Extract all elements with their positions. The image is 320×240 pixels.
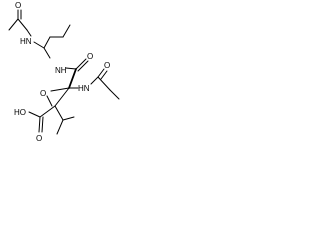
bond-right-carbonyl-to-ethyl xyxy=(97,76,111,91)
bond-nh-to-ch xyxy=(33,41,45,49)
molecule-diagram: O HN NH O O xyxy=(8,1,120,143)
bond-ring-c1-to-o xyxy=(50,87,70,92)
butyl-chain: NH xyxy=(33,24,71,75)
bond-propyl-2-3 xyxy=(62,24,71,38)
acid-oxygen-label: O xyxy=(36,134,42,143)
nh-label-mid: NH xyxy=(55,66,67,75)
bond-mid-co-double-a xyxy=(75,58,87,70)
bond-nh-mid-to-carbonyl xyxy=(65,67,77,70)
bond-ring-to-acid xyxy=(39,105,56,118)
propanamide-group-right: HN O xyxy=(68,61,120,100)
acetamide-group-top: O HN xyxy=(8,1,32,46)
bond-carbonyl-to-ring-wedge xyxy=(68,68,77,89)
bond-acetyl-to-nh xyxy=(26,29,32,37)
amide-group-middle: O xyxy=(65,52,93,72)
bond-mid-co-double-b xyxy=(77,60,89,72)
bond-nh-right-to-carbonyl xyxy=(90,76,99,85)
bond-right-co-double-b xyxy=(100,70,108,80)
hydroxyl-label: HO xyxy=(14,108,26,117)
bond-acid-co-double-b xyxy=(41,116,44,133)
bond-ring-c1-to-c2 xyxy=(54,87,70,107)
carboxylic-acid-group: HO O xyxy=(14,105,56,143)
bond-acid-co-double-a xyxy=(38,116,41,133)
bond-ch-to-propyl-1 xyxy=(43,36,51,49)
chemical-structure: O HN NH O O xyxy=(0,0,121,153)
bond-acetyl-methyl xyxy=(8,18,19,31)
bond-ethyl xyxy=(109,89,120,100)
oxygen-label-top: O xyxy=(15,1,21,10)
epoxide-oxygen-label: O xyxy=(40,89,46,98)
nh-label-top: HN xyxy=(20,37,32,46)
oxygen-label-mid: O xyxy=(87,52,93,61)
isopropyl-group xyxy=(54,105,75,135)
bond-acetyl-carbonyl xyxy=(17,18,28,31)
bond-ring-to-isopropyl xyxy=(54,105,64,121)
bond-acid-to-hydroxyl xyxy=(28,111,41,118)
bond-ch-to-nh-mid xyxy=(43,47,51,59)
nh-label-right: HN xyxy=(78,84,90,93)
bond-ring-o-to-c2 xyxy=(46,95,53,107)
bond-right-co-double-a xyxy=(97,68,105,78)
bond-isopropyl-methyl-b xyxy=(56,119,64,135)
epoxide-ring: O xyxy=(40,68,77,107)
bond-isopropyl-methyl-a xyxy=(62,116,75,121)
oxygen-label-right: O xyxy=(104,61,110,70)
